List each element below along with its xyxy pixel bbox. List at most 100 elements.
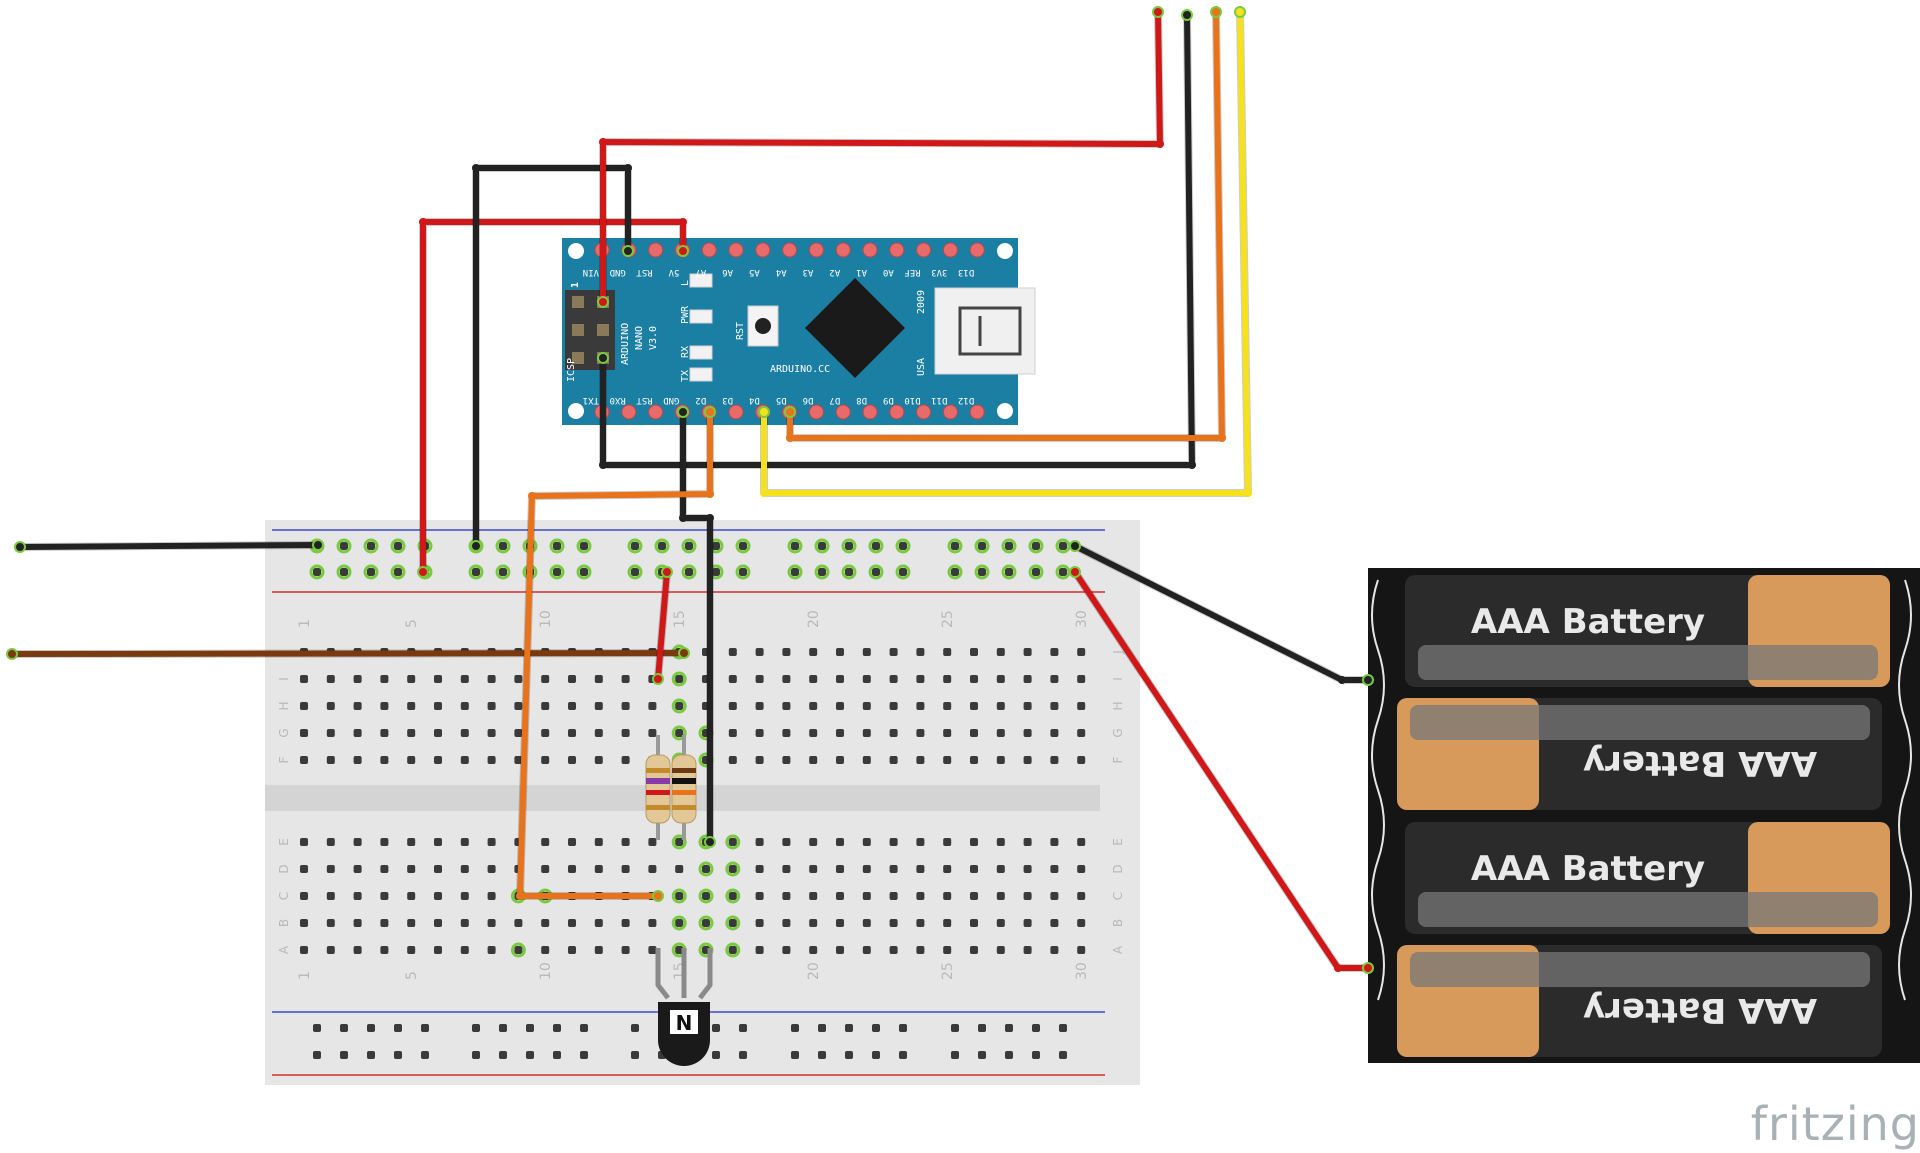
breadboard-hole <box>836 702 844 710</box>
breadboard-hole <box>889 702 898 710</box>
pin-label: A0 <box>883 267 894 277</box>
breadboard-hole <box>1077 756 1086 764</box>
breadboard-hole-active <box>671 671 687 687</box>
wire-black-battery <box>1069 540 1374 686</box>
breadboard-hole <box>862 946 871 954</box>
rail-hole <box>340 1024 348 1032</box>
rail-hole <box>472 1024 480 1032</box>
breadboard-hole <box>300 729 308 737</box>
wire-bend <box>528 492 536 500</box>
rail-hole-active <box>336 538 352 554</box>
breadboard-hole <box>326 946 335 954</box>
pin-label: RX0 <box>610 395 626 405</box>
year-label: 2009 <box>916 290 927 314</box>
wire-end <box>661 566 673 578</box>
wire-end <box>6 648 18 660</box>
pin-label: GND <box>663 395 679 405</box>
rail-hole-active <box>735 564 751 580</box>
wire-bend <box>679 514 687 522</box>
reset-button-label: RST <box>735 322 746 340</box>
breadboard-hole <box>675 675 684 683</box>
header-pin <box>621 404 637 420</box>
breadboard-hole-active <box>698 888 714 904</box>
wire-bend <box>1244 489 1252 497</box>
breadboard-hole <box>809 892 818 900</box>
rail-hole-active <box>868 564 884 580</box>
breadboard-hole <box>353 865 362 873</box>
rail-hole <box>1032 1051 1040 1059</box>
breadboard-hole <box>755 702 764 710</box>
breadboard-hole <box>836 729 844 737</box>
breadboard-hole <box>568 756 576 764</box>
breadboard-hole <box>675 865 684 873</box>
wire-end <box>678 647 690 659</box>
transistor-marking <box>670 1010 698 1034</box>
rail-hole <box>367 1024 375 1032</box>
rail-hole <box>367 1051 375 1059</box>
breadboard-hole <box>943 838 952 846</box>
breadboard-hole <box>326 865 335 873</box>
breadboard-hole <box>996 946 1005 954</box>
breadboard-hole <box>568 729 576 737</box>
rail-hole <box>499 1024 507 1032</box>
rail-hole-active <box>627 564 643 580</box>
rail-hole <box>739 1024 747 1032</box>
wire-end <box>597 296 609 308</box>
row-letter: J <box>1111 650 1125 655</box>
wire-end <box>758 406 770 418</box>
header-pin <box>755 242 771 258</box>
rail-hole <box>394 568 402 576</box>
resistor-band <box>646 768 670 773</box>
resistor-band <box>672 778 696 784</box>
breadboard-hole <box>862 648 871 656</box>
breadboard-hole <box>809 838 818 846</box>
breadboard-hole <box>594 919 603 927</box>
cell-label: AAA Battery <box>1471 602 1705 642</box>
breadboard-hole-active <box>698 915 714 931</box>
microcontroller-chip <box>805 278 905 378</box>
column-number: 25 <box>940 610 956 628</box>
rail-hole <box>1059 1051 1067 1059</box>
wire-end <box>1362 674 1374 686</box>
breadboard-hole <box>943 729 952 737</box>
breadboard-hole <box>970 838 978 846</box>
transistor-lead <box>655 948 670 1000</box>
breadboard-hole <box>675 892 684 900</box>
breadboard-hole <box>541 865 550 873</box>
header-pin <box>969 404 985 420</box>
rail-hole <box>685 568 693 576</box>
wire-end <box>652 673 664 685</box>
breadboard-hole <box>568 946 576 954</box>
rail-hole <box>394 1024 402 1032</box>
wire-end <box>470 540 482 552</box>
rail-hole <box>1032 542 1040 550</box>
rail-hole <box>872 1024 880 1032</box>
breadboard-hole <box>755 865 764 873</box>
header-pin <box>728 404 744 420</box>
pin-label: D7 <box>829 395 840 405</box>
breadboard-hole <box>326 919 335 927</box>
breadboard-hole <box>1023 675 1032 683</box>
breadboard-hole <box>380 675 389 683</box>
column-number: 5 <box>404 971 420 980</box>
rail-hole-active <box>868 538 884 554</box>
rail-hole <box>1005 568 1013 576</box>
breadboard-hole <box>702 865 710 873</box>
header-pin <box>808 242 824 258</box>
rail-hole <box>899 542 907 550</box>
breadboard-hole <box>1023 865 1032 873</box>
breadboard-hole <box>541 946 550 954</box>
rail-hole-active <box>495 538 511 554</box>
pin-label: RST <box>636 395 653 405</box>
breadboard-hole <box>621 702 630 710</box>
wire-bend <box>1156 140 1164 148</box>
rail-hole <box>712 542 720 550</box>
rail-hole <box>978 1051 986 1059</box>
wire-end <box>1234 6 1246 18</box>
wire-bend <box>706 490 714 498</box>
resistor-2 <box>671 754 697 824</box>
led-pwr <box>689 309 713 324</box>
breadboard-hole <box>970 865 978 873</box>
breadboard-hole <box>728 919 737 927</box>
breadboard-hole <box>1077 675 1086 683</box>
